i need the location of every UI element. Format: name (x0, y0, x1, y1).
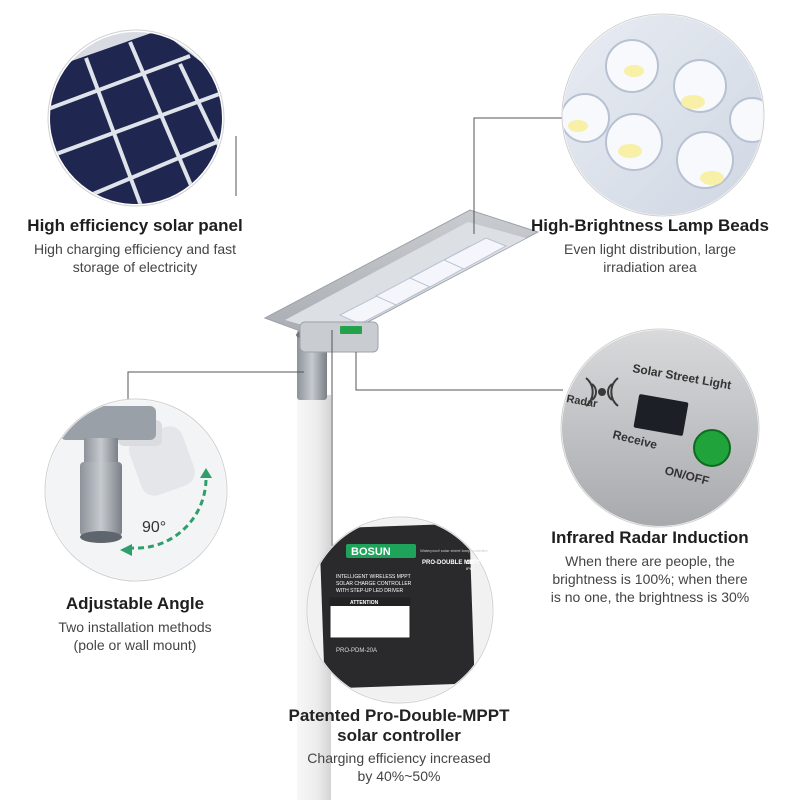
radar-zoom (560, 328, 760, 528)
feature-radar-desc-line: When there are people, the (565, 553, 735, 569)
solar-panel-zoom (47, 29, 225, 207)
lamp-head (263, 209, 540, 353)
feature-controller-desc-line: by 40%~50% (357, 768, 441, 784)
feature-solar-desc-line: High charging efficiency and fast (33, 241, 237, 257)
feature-beads-desc-line: irradiation area (603, 259, 697, 275)
feature-radar: Infrared Radar Induction When there are … (528, 528, 772, 606)
feature-angle-desc: Two installation methods (pole or wall m… (20, 618, 250, 654)
feature-beads: High-Brightness Lamp Beads Even light di… (505, 216, 795, 276)
feature-controller-title-line: Patented Pro-Double-MPPT (288, 706, 510, 725)
feature-controller: Patented Pro-Double-MPPT solar controlle… (264, 706, 534, 785)
feature-angle-desc-line: Two installation methods (58, 619, 212, 635)
callout-lines (127, 117, 563, 560)
feature-beads-desc: Even light distribution, large irradiati… (505, 240, 795, 276)
feature-angle-desc-line: (pole or wall mount) (73, 637, 197, 653)
feature-solar: High efficiency solar panel High chargin… (10, 216, 260, 276)
feature-radar-desc-line: is no one, the brightness is 30% (550, 589, 750, 605)
feature-solar-desc-line: storage of electricity (72, 259, 198, 275)
feature-radar-desc: When there are people, the brightness is… (528, 552, 772, 606)
feature-controller-desc: Charging efficiency increased by 40%~50% (264, 749, 534, 785)
feature-solar-title: High efficiency solar panel (27, 216, 243, 235)
feature-angle: Adjustable Angle Two installation method… (20, 594, 250, 654)
controller-zoom (306, 516, 494, 704)
lamp-beads-zoom (561, 13, 765, 217)
feature-angle-title: Adjustable Angle (65, 594, 205, 613)
feature-beads-title: High-Brightness Lamp Beads (530, 216, 770, 235)
feature-radar-title: Infrared Radar Induction (551, 528, 749, 547)
feature-radar-desc-line: brightness is 100%; when there (552, 571, 748, 587)
feature-solar-desc: High charging efficiency and fast storag… (10, 240, 260, 276)
feature-beads-desc-line: Even light distribution, large (564, 241, 736, 257)
feature-controller-title-line: solar controller (337, 726, 461, 745)
angle-zoom (44, 398, 228, 582)
feature-controller-desc-line: Charging efficiency increased (307, 750, 491, 766)
wireless-icon (585, 377, 619, 407)
